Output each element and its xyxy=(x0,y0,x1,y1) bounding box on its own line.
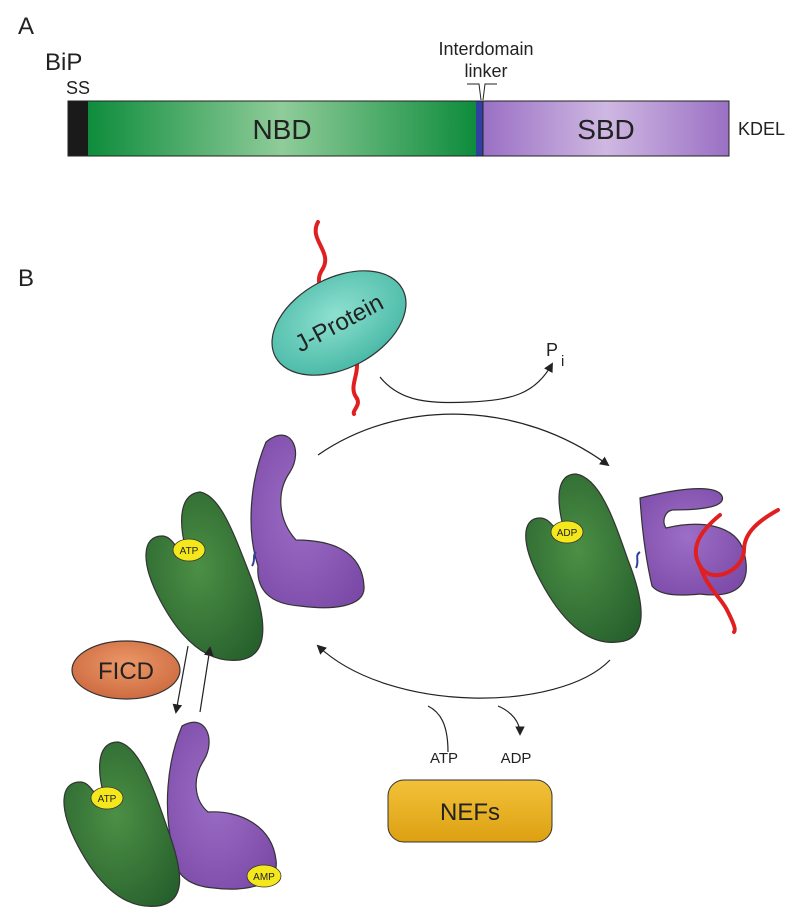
badge-adp-right-label: ADP xyxy=(557,528,578,539)
sbd-shape-top xyxy=(250,434,365,609)
cycle-arrow-bottom xyxy=(316,644,611,699)
j-protein-oval xyxy=(271,270,407,376)
pi-subscript: i xyxy=(561,353,564,370)
bip-adp-state: ADP xyxy=(525,473,780,643)
linker-segment xyxy=(476,101,483,156)
ampylation-forward-arrow xyxy=(172,645,189,714)
linker-label-line1: Interdomain xyxy=(438,39,533,59)
ampylation-reverse-arrow xyxy=(199,646,214,713)
nefs-label: NEFs xyxy=(440,799,500,826)
atp-in-label: ATP xyxy=(430,750,458,767)
sbd-shape-bottom xyxy=(166,721,277,890)
panel-a-letter: A xyxy=(18,13,34,40)
nbd-shape-bottom xyxy=(63,741,181,907)
ficd-oval xyxy=(71,640,181,700)
protein-name: BiP xyxy=(45,49,82,76)
badge-atp-bottom-label: ATP xyxy=(98,794,117,805)
nbd-label: NBD xyxy=(252,114,311,145)
linker-label-line2: linker xyxy=(464,61,507,81)
badge-atp-top-label: ATP xyxy=(180,546,199,557)
nbd-shape-right xyxy=(525,473,642,643)
nucleotide-badge-atp-bottom xyxy=(90,786,124,810)
sbd-segment xyxy=(482,100,730,157)
linker-right xyxy=(635,551,641,569)
badge-amp-bottom-label: AMP xyxy=(253,872,275,883)
linker-top xyxy=(251,551,257,567)
sbd-shape-right xyxy=(639,488,747,596)
ficd-label: FICD xyxy=(98,658,154,685)
bip-ampylated-state: ATP AMP xyxy=(63,721,282,907)
linker-pointer-left xyxy=(467,83,482,101)
kdel-label: KDEL xyxy=(738,119,785,139)
atp-in-line xyxy=(427,705,449,753)
cycle-arrow-top xyxy=(317,413,610,467)
linker-pointer-right xyxy=(482,83,497,101)
nucleotide-badge-adp-right xyxy=(550,520,584,544)
nucleotide-badge-atp-top xyxy=(172,538,206,562)
nbd-shape-top xyxy=(145,491,264,661)
pi-label: P xyxy=(546,340,558,360)
signal-sequence-segment xyxy=(68,101,88,156)
pi-release-arrow xyxy=(379,362,553,404)
adp-out-arrow xyxy=(497,705,525,736)
substrate-bound-right-b xyxy=(698,564,737,634)
domain-bar-outline xyxy=(67,100,730,157)
ss-label: SS xyxy=(66,78,90,98)
nefs-box xyxy=(387,779,553,843)
substrate-strand-bottom xyxy=(351,353,360,416)
panel-b-letter: B xyxy=(18,265,34,292)
sbd-label: SBD xyxy=(577,114,635,145)
bip-atp-state: ATP xyxy=(145,434,365,661)
nbd-segment xyxy=(88,101,476,156)
nucleotide-badge-amp-bottom xyxy=(246,864,282,888)
substrate-bound-right-a xyxy=(693,508,780,578)
adp-out-label: ADP xyxy=(501,750,532,767)
